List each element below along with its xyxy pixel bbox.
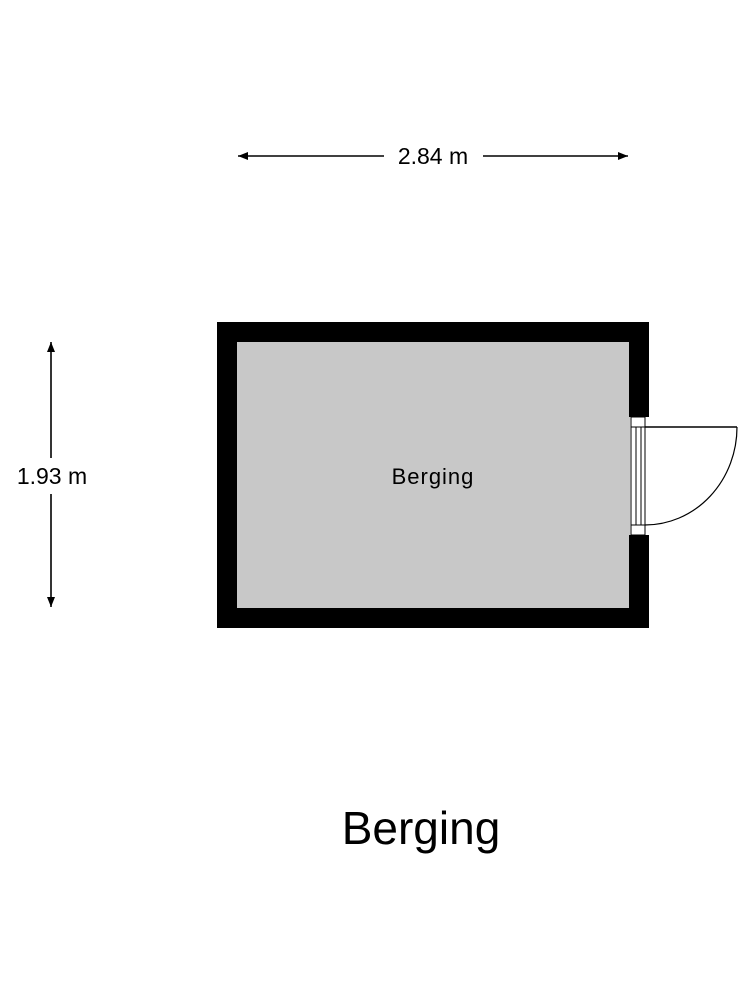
height-dimension-label: 1.93 m (17, 463, 87, 489)
plan-title: Berging (342, 802, 501, 854)
door-swing-arc (644, 426, 738, 526)
room-berging (217, 322, 649, 628)
wall-right-upper (629, 322, 649, 417)
room-label: Berging (392, 464, 475, 489)
wall-left (217, 322, 237, 628)
wall-bottom (217, 608, 649, 628)
door-frame (630, 416, 646, 536)
height-dimension: 1.93 m (17, 342, 87, 607)
wall-right-lower (629, 535, 649, 628)
width-dimension-label: 2.84 m (398, 143, 468, 169)
wall-top (217, 322, 649, 342)
door (630, 416, 738, 536)
room-floor (236, 342, 630, 608)
width-dimension: 2.84 m (238, 143, 628, 169)
